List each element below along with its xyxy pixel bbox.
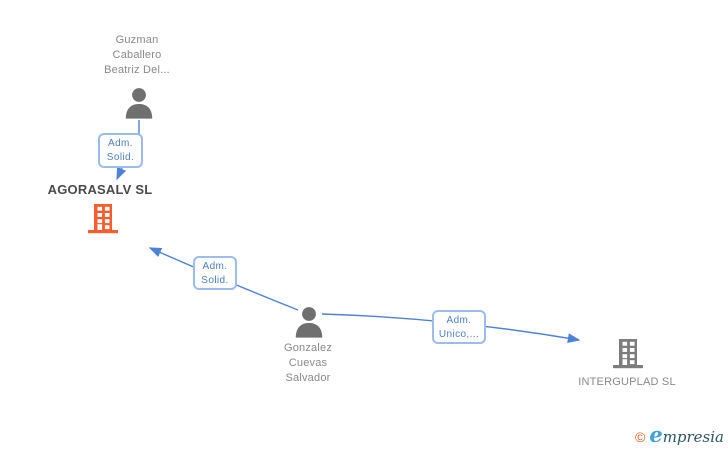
person1-label-line1: Guzman	[115, 34, 159, 46]
building-icon	[613, 339, 643, 369]
edge-label-line1: Adm.	[108, 138, 133, 149]
person2-node[interactable]	[292, 305, 326, 345]
edge-label-line2: Solid.	[106, 152, 135, 163]
person-icon	[125, 88, 153, 119]
person2-label-line3: Salvador	[285, 372, 331, 384]
person1-label-line2: Caballero	[112, 49, 162, 61]
edge-label-line2: Unico,...	[438, 329, 480, 340]
copyright-icon: ©	[634, 429, 646, 445]
person-icon	[295, 307, 323, 338]
person2-label-line2: Cuevas	[288, 357, 328, 369]
person1-node[interactable]	[122, 86, 156, 126]
edge-label-gonzalez-agorasalv[interactable]: Adm. Solid.	[193, 256, 237, 290]
edge-guzman-agorasalv-arrow	[116, 166, 127, 181]
edge-label-line2: Solid.	[201, 275, 229, 286]
edge-label-line1: Adm.	[202, 261, 228, 272]
empresia-logo-text: mpresia	[662, 428, 724, 446]
person2-label[interactable]: Gonzalez Cuevas Salvador	[238, 341, 378, 386]
company1-label[interactable]: AGORASALV SL	[47, 182, 153, 197]
person2-label-line1: Gonzalez	[283, 342, 333, 354]
empresia-logo-initial: e	[649, 422, 663, 447]
person1-label-line3: Beatriz Del...	[104, 64, 170, 76]
company2-label[interactable]: INTERGUPLAD SL	[578, 376, 676, 388]
edge-label-gonzalez-interguplad[interactable]: Adm. Unico,...	[432, 310, 486, 344]
building-icon	[88, 204, 118, 234]
company1-node[interactable]	[86, 201, 120, 240]
person1-label[interactable]: Guzman Caballero Beatriz Del...	[67, 33, 207, 78]
empresia-logo[interactable]: © e mpresia	[634, 422, 724, 447]
edge-label-line1: Adm.	[446, 315, 472, 326]
company2-node[interactable]	[611, 336, 645, 375]
edge-label-guzman-agorasalv[interactable]: Adm. Solid.	[98, 133, 143, 168]
